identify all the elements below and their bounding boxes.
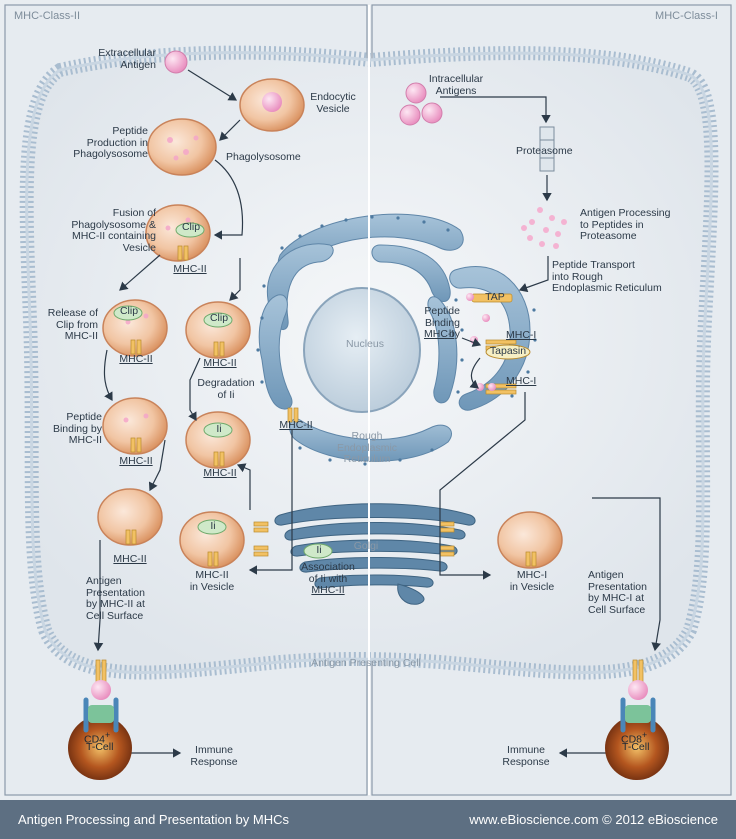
- clip-tag: Clip: [209, 312, 229, 324]
- peptide-production-label: Peptide Production in Phagolysosome: [73, 125, 148, 160]
- antigen-presentation-mhc2-label: Antigen Presentation by MHC-II at Cell S…: [86, 575, 145, 622]
- mhc-class-i-header: MHC-Class-I: [655, 10, 718, 22]
- mhc-ii-tag: MHC-II: [279, 419, 313, 431]
- rough-er-label: Rough Endoplasmic Reticulum: [336, 430, 398, 465]
- fusion-label: Fusion of Phagolysosome & MHC-II contain…: [71, 207, 156, 254]
- mhc-class-ii-header: MHC-Class-II: [14, 10, 80, 22]
- footer-title: Antigen Processing and Presentation by M…: [18, 812, 289, 827]
- apc-label: Antigen Presenting Cell: [311, 657, 421, 669]
- mhc-ii-tag: MHC-II: [113, 553, 147, 565]
- antigen-processing-label: Antigen Processing to Peptides in Protea…: [580, 207, 671, 242]
- mhc-ii-tag: MHC-II: [119, 455, 153, 467]
- release-clip-label: Release of Clip from MHC-II: [47, 307, 98, 342]
- mhc-ii-tag: MHC-II: [173, 263, 207, 275]
- mhc-i-tag: MHC-I: [506, 375, 537, 387]
- antigen-presentation-mhc1-label: Antigen Presentation by MHC-I at Cell Su…: [588, 569, 647, 616]
- ii-tag: Ii: [210, 520, 216, 532]
- ii-tag: Ii: [216, 423, 222, 435]
- proteasome-label: Proteasome: [516, 145, 573, 157]
- mhc2-in-vesicle-label: MHC-II in Vesicle: [189, 569, 235, 593]
- cd8-label: CD8+: [621, 730, 648, 746]
- endocytic-vesicle-label: Endocytic Vesicle: [310, 91, 356, 115]
- association-ii-label: Association of Ii with: [301, 561, 355, 585]
- footer-bar: Antigen Processing and Presentation by M…: [0, 800, 736, 839]
- clip-tag: Clip: [119, 305, 139, 317]
- immune-response-right-label: Immune Response: [502, 744, 550, 768]
- cd4-label: CD4+: [84, 730, 111, 746]
- clip-tag: Clip: [181, 221, 201, 233]
- tcell-right-label: T-Cell: [622, 741, 650, 753]
- mhc-i-tag: MHC-I: [506, 329, 537, 341]
- degradation-ii-label: Degradation of Ii: [197, 377, 255, 401]
- golgi-label: Golgi: [353, 540, 379, 552]
- extracellular-antigen-label: Extracellular Antigen: [98, 47, 156, 71]
- peptide-transport-label: Peptide Transport into Rough Endoplasmic…: [552, 259, 662, 294]
- tcell-left-label: T-Cell: [86, 741, 114, 753]
- phagolysosome-label: Phagolysosome: [226, 151, 301, 163]
- association-mhc2-label: MHC-II: [311, 584, 345, 596]
- immune-response-left-label: Immune Response: [190, 744, 238, 768]
- mhc-ii-tag: MHC-II: [203, 467, 237, 479]
- ii-tag: Ii: [316, 544, 322, 556]
- nucleus-label: Nucleus: [346, 338, 384, 350]
- intracellular-antigens-label: Intracellular Antigens: [428, 73, 484, 97]
- mhc-ii-tag: MHC-II: [119, 353, 153, 365]
- tapasin-tag: Tapasin: [489, 345, 527, 357]
- tap-tag: TAP: [485, 291, 505, 303]
- mhc1-in-vesicle-label: MHC-I in Vesicle: [509, 569, 555, 593]
- peptide-binding-mhc1-tag: MHC-I: [424, 328, 455, 340]
- footer-credit: www.eBioscience.com © 2012 eBioscience: [469, 812, 718, 827]
- peptide-binding-mhc2-label: Peptide Binding by MHC-II: [52, 411, 102, 446]
- mhc-ii-tag: MHC-II: [203, 357, 237, 369]
- peptide-binding-mhc1-label: Peptide Binding by: [424, 305, 460, 340]
